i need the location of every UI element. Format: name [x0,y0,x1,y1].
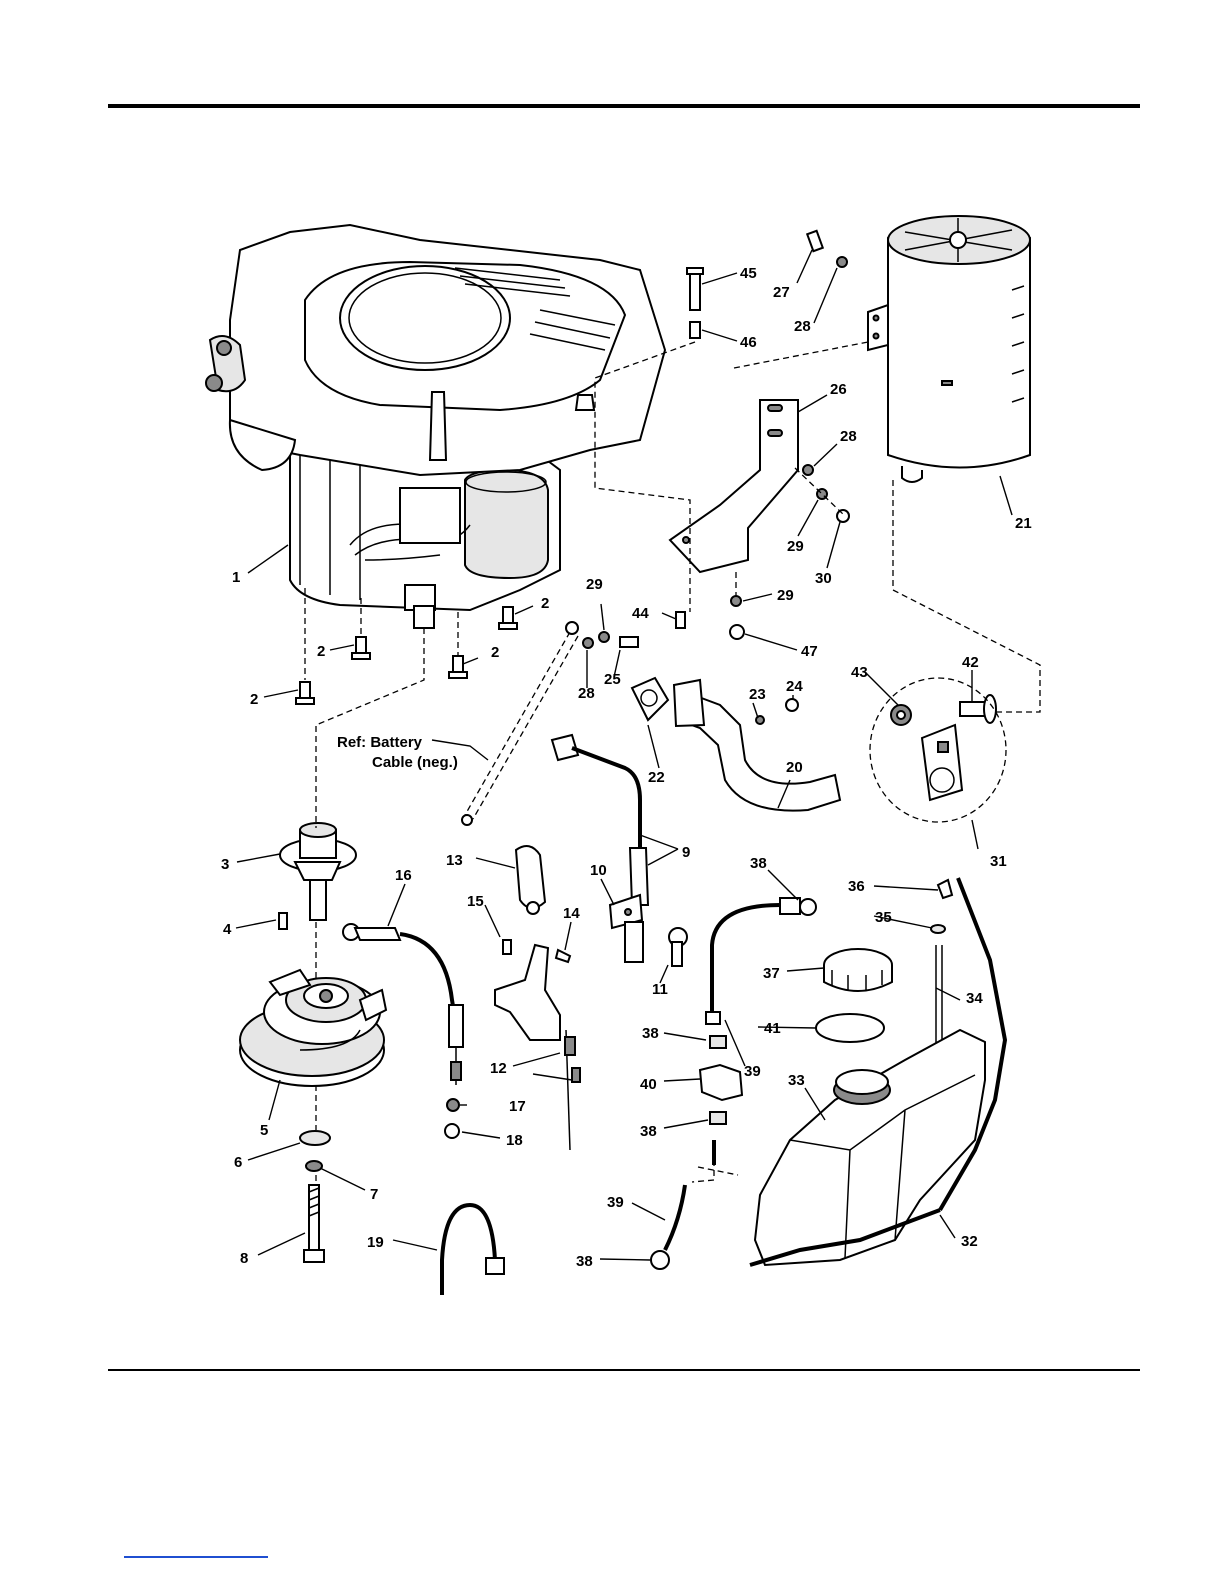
callout-3: 3 [221,856,229,873]
callout-34: 34 [966,990,983,1007]
callout-32: 32 [961,1233,978,1250]
fuel-line-assembly [552,735,687,966]
callout-39: 39 [744,1063,761,1080]
callout-11: 11 [652,981,668,998]
lock-washer-part [306,1161,322,1171]
callout-21: 21 [1015,515,1032,532]
pto-bolt [304,1185,324,1262]
fuel-hose-upper [706,898,816,1024]
fuel-cap [824,949,892,991]
callout-38: 38 [750,855,767,872]
callout-28: 28 [794,318,811,335]
callout-47: 47 [801,643,818,660]
callout-29: 29 [777,587,794,604]
callout-30: 30 [815,570,832,587]
washer-part [300,1131,330,1145]
note-line-battery: Ref: Battery [337,734,423,751]
callout-6: 6 [234,1154,242,1171]
callout-2: 2 [317,643,325,660]
callout-1: 1 [232,569,240,586]
callout-44: 44 [632,605,649,622]
callout-38: 38 [640,1123,657,1140]
callout-36: 36 [848,878,865,895]
callout-4: 4 [223,921,232,938]
callout-28: 28 [840,428,857,445]
callout-31: 31 [990,853,1007,870]
callout-40: 40 [640,1076,657,1093]
callout-39: 39 [607,1194,624,1211]
callout-23: 23 [749,686,766,703]
cap-gasket [816,1014,884,1042]
callout-2: 2 [541,595,549,612]
callout-25: 25 [604,671,621,688]
note-line-cable: Cable (neg.) [372,754,458,771]
pto-clutch [240,970,386,1086]
ground-wire [442,1205,504,1295]
fuel-tank [755,1030,985,1265]
callout-9: 9 [682,844,690,861]
callout-17: 17 [509,1098,526,1115]
callout-33: 33 [788,1072,805,1089]
callout-16: 16 [395,867,412,884]
callout-15: 15 [467,893,484,910]
battery-cable-ref [462,622,578,825]
callout-43: 43 [851,664,868,681]
key-part [279,913,287,929]
callout-20: 20 [786,759,803,776]
exhaust-pipe [632,678,840,811]
callout-45: 45 [740,265,757,282]
fuel-hose-lower [651,1140,714,1269]
callout-10: 10 [590,862,607,879]
callout-13: 13 [446,852,463,869]
callout-26: 26 [830,381,847,398]
callout-38: 38 [642,1025,659,1042]
callout-29: 29 [787,538,804,555]
muffler-bracket [670,400,798,572]
callout-46: 46 [740,334,757,351]
callout-2: 2 [491,644,499,661]
callout-7: 7 [370,1186,378,1203]
callout-29: 29 [586,576,603,593]
muffler-clamp [891,695,996,800]
callout-28: 28 [578,685,595,702]
callout-19: 19 [367,1234,384,1251]
callout-12: 12 [490,1060,507,1077]
callout-22: 22 [648,769,665,786]
callout-14: 14 [563,905,580,922]
muffler [868,216,1030,482]
callout-2: 2 [250,691,258,708]
callout-18: 18 [506,1132,523,1149]
fuel-filter [700,1036,742,1124]
throttle-bracket [495,846,580,1150]
callout-38: 38 [576,1253,593,1270]
callout-42: 42 [962,654,979,671]
callout-5: 5 [260,1122,268,1139]
callout-24: 24 [786,678,803,695]
callout-37: 37 [763,965,780,982]
mounting-bolts [296,607,517,704]
callout-8: 8 [240,1250,248,1267]
callout-27: 27 [773,284,790,301]
engine-assembly [206,225,665,628]
callout-41: 41 [764,1020,781,1037]
callout-35: 35 [875,909,892,926]
pto-pulley [280,823,356,920]
